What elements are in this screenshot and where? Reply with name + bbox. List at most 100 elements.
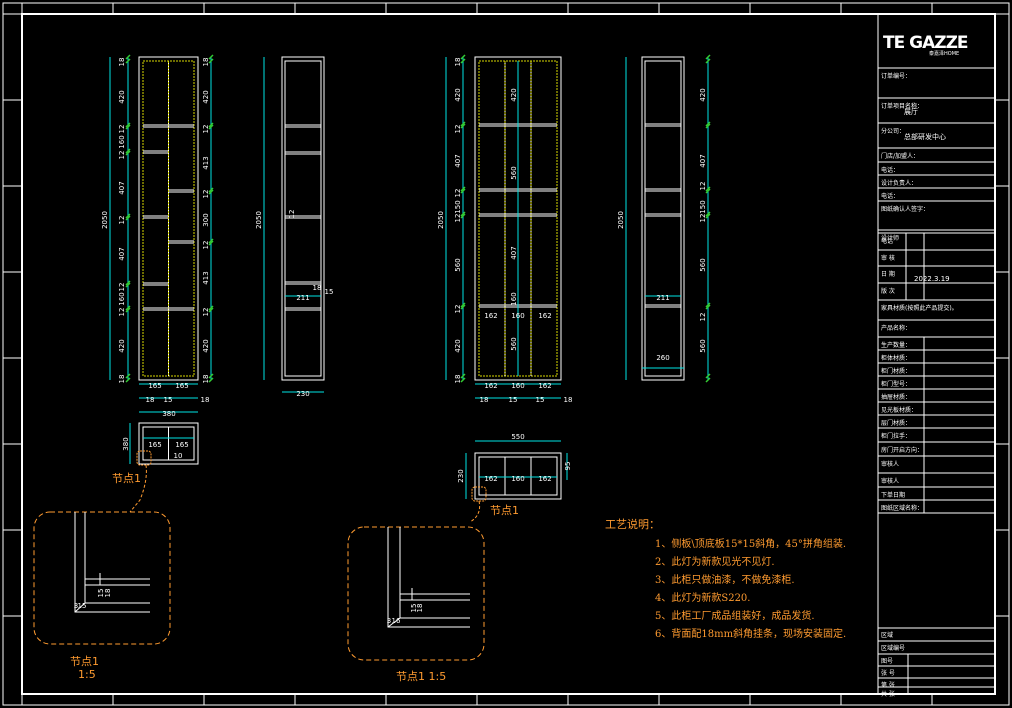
title-block-label: 图号: [881, 658, 894, 665]
title-block-label: 订单编号：: [881, 73, 912, 80]
dimension-value: 12: [699, 182, 707, 191]
dimension-value: 150: [699, 200, 707, 213]
note-item: 1、侧板\顶底板15*15斜角，45°拼角组装.: [655, 539, 847, 550]
dimension-value: 2050: [617, 211, 625, 229]
dimension-value: 18: [454, 375, 462, 384]
dimension-value: 3: [74, 602, 78, 610]
dimension-value: 211: [656, 294, 669, 302]
dimension-value: 165: [148, 441, 161, 449]
title-block-label: 区域: [881, 632, 894, 639]
title-block-rows: [878, 97, 995, 694]
dimension-value: 407: [454, 154, 462, 167]
dimension-value: 550: [511, 433, 524, 441]
detail-left-title: 节点1: [70, 655, 99, 668]
dimension-value: 560: [510, 337, 518, 350]
dimension-value: 162: [484, 382, 497, 390]
process-notes: 工艺说明： 1、侧板\顶底板15*15斜角，45°拼角组装. 2、此灯为新款见光…: [605, 516, 846, 644]
detail-bubble-right: [347, 526, 485, 661]
dimension-value: 420: [454, 88, 462, 101]
dimension-value: 12: [699, 214, 707, 223]
note-item: 2、此灯为新款见光不见灯.: [655, 557, 775, 568]
dimension-value: 160: [511, 312, 524, 320]
sheet-inner-border: [21, 13, 996, 695]
title-block-label: 设计负责人：: [881, 180, 918, 187]
dimension-value: 162: [538, 312, 551, 320]
dimension-value: 420: [202, 339, 210, 352]
dimension-value: 162: [484, 312, 497, 320]
notes-title: 工艺说明：: [605, 518, 660, 531]
title-block-label: 柜门拉手：: [881, 433, 912, 440]
title-block-label: 柜门型号：: [881, 381, 912, 388]
side-elevation-2: [641, 56, 685, 381]
title-block-label: 房门开启方向：: [881, 447, 924, 454]
detail-bubble-left: [33, 511, 171, 645]
detail-right-title: 节点1 1:5: [396, 670, 447, 683]
dimension-value: 2050: [101, 211, 109, 229]
title-block-label: 订单项目名称：: [881, 103, 924, 110]
dimension-value: 230: [457, 469, 465, 482]
title-block-value: 总部研发中心: [904, 133, 946, 141]
title-block-label: 日 期: [881, 271, 895, 278]
note-item: 6、背面配18mm斜角挂条，现场安装固定.: [655, 629, 847, 640]
title-block-label: 层门材质：: [881, 420, 912, 427]
side-elevation-1: [281, 56, 325, 381]
dimension-value: 18: [564, 396, 573, 404]
dimension-ticks: [125, 54, 711, 383]
title-block-label: 电话：: [881, 193, 900, 200]
dimension-value: 12: [202, 125, 210, 134]
node-marker-left: 节点1: [112, 472, 141, 485]
dimension-value: 18: [454, 58, 462, 67]
dimension-value: 18: [313, 284, 322, 292]
node-marker-right: 节点1: [490, 504, 519, 517]
title-block-label: 柜门材质：: [881, 368, 912, 375]
dimension-value: 407: [118, 247, 126, 260]
dimension-value: 160: [511, 475, 524, 483]
dimension-value: 420: [699, 88, 707, 101]
dimension-value: 18: [480, 396, 489, 404]
title-block-label: 抽屉材质：: [881, 394, 912, 401]
dimension-lines: [109, 57, 709, 499]
brand-logo: TE GAZZE: [883, 33, 969, 53]
dimension-value: 413: [202, 156, 210, 169]
dimension-value: 18: [201, 396, 210, 404]
dimension-value: 12: [288, 210, 296, 219]
dimension-value: 260: [656, 354, 669, 362]
dimension-value: 12: [454, 214, 462, 223]
dimension-value: 12: [454, 305, 462, 314]
border-ticks: [3, 3, 1009, 705]
title-block-label: 家具材质(按照此产品提交)。: [881, 305, 958, 312]
plan-view-2: [469, 452, 562, 523]
title-block-label: 审核人: [881, 478, 900, 485]
dimension-value: 160: [510, 292, 518, 305]
dimension-value: 150: [454, 200, 462, 213]
title-block-label: 下单日期: [881, 492, 906, 499]
dimension-value: 420: [510, 88, 518, 101]
dimension-value: 15: [536, 396, 545, 404]
plan-view-1: [129, 422, 199, 513]
title-block-label: 区域编号: [881, 645, 906, 652]
dimension-value: 2050: [437, 211, 445, 229]
dimension-value: 420: [118, 339, 126, 352]
dimension-value: 300: [202, 213, 210, 226]
title-block-label: 门店/加盟人：: [881, 153, 920, 160]
detail-left-scale: 1:5: [78, 668, 96, 681]
dimension-value: 407: [699, 154, 707, 167]
dimension-value: 12: [118, 151, 126, 160]
dimension-value: 12: [454, 189, 462, 198]
dimension-value: 560: [699, 339, 707, 352]
front-elevation-2: [474, 56, 562, 381]
dimension-value: 413: [202, 271, 210, 284]
title-block-label: 审核人: [881, 461, 900, 468]
dimension-value: 2050: [255, 211, 263, 229]
note-item: 5、此柜工厂成品组装好，成品发货.: [655, 611, 815, 622]
dimension-labels: 18 420 12 160 12 407 12 407 12 160 12 420 18 18 420 12 4…: [74, 58, 707, 625]
dimension-value: 420: [118, 90, 126, 103]
dimension-value: 15: [410, 604, 418, 613]
dimension-value: 12: [699, 313, 707, 322]
dimension-value: 18: [118, 375, 126, 384]
title-block-label: 柜体材质：: [881, 355, 912, 362]
dimension-value: 12: [118, 308, 126, 317]
dimension-value: 15: [97, 589, 105, 598]
